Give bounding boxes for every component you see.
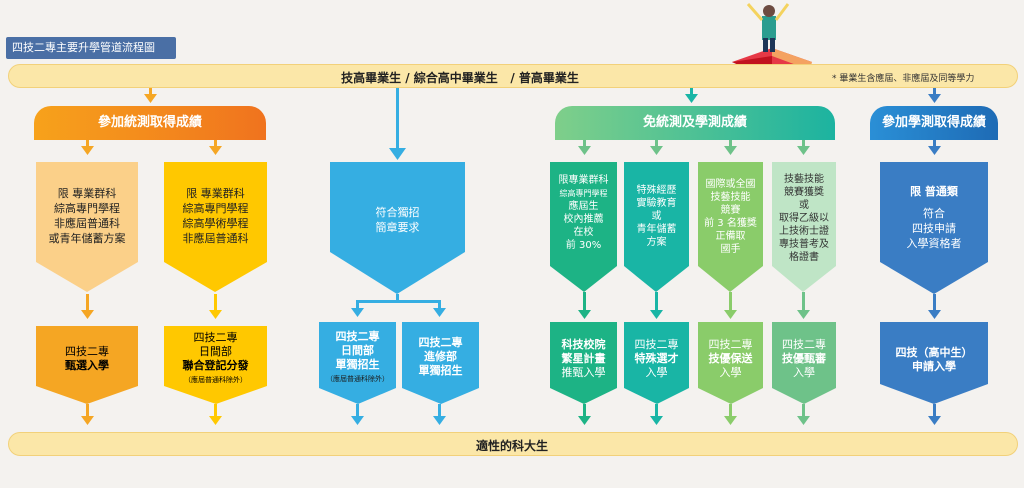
result-g4-line-c: 入學 — [793, 366, 815, 379]
result-o2: 四技二專 日間部 聯合登記分發 （應屆普通科除外） — [164, 328, 267, 390]
graduates-note: * 畢業生含應屆、非應屆及同等學力 — [832, 74, 975, 84]
result-g3-line-c: 入學 — [719, 366, 742, 379]
card-shape — [550, 162, 617, 292]
graduates-label: 技高畢業生 / 綜合高中畢業生 / 普高畢業生 — [341, 71, 579, 85]
card-shape — [36, 162, 138, 292]
result-m2: 四技二專 進修部 單獨招生 — [418, 336, 463, 377]
card-shape — [330, 162, 465, 294]
result-o1: 四技二專 甄選入學 — [36, 336, 138, 382]
card-g1-line-c: 應屆生 校內推薦 在校 前 30% — [563, 201, 604, 251]
result-m1-line-b: （應屆普通科除外） — [326, 375, 389, 383]
graduates-bar — [8, 64, 1018, 88]
result-shape — [319, 322, 396, 404]
result-g1: 科技校院 繁星計畫 推甄入學 — [550, 334, 617, 384]
card-eligibility-b1: 限 普通類 符合 四技申請 入學資格者 — [880, 184, 988, 254]
card-independent-enrollment: 符合獨招 簡章要求 — [375, 206, 420, 234]
header-gsat: 參加學測取得成績 — [870, 106, 998, 140]
header-exam-free: 免統測及學測成績 — [555, 106, 835, 140]
card-b1-line-b: 符合 四技申請 入學資格者 — [906, 207, 962, 250]
card-shape — [164, 162, 267, 292]
result-shape — [550, 322, 617, 404]
card-g1-line-a: 限專業群科 — [558, 175, 609, 186]
result-shape — [164, 326, 267, 404]
result-g3-line-a: 四技二專 — [708, 338, 753, 351]
result-g2: 四技二專 特殊選才 入學 — [624, 334, 689, 384]
result-m1-line-a: 四技二專 日間部 單獨招生 — [335, 330, 380, 371]
result-g4-line-b: 技優甄審 — [782, 352, 826, 365]
result-shape — [402, 322, 479, 404]
result-o1-line-a: 四技二專 — [65, 345, 109, 358]
card-eligibility-g2: 特殊經歷 實驗教育 或 青年儲蓄 方案 — [636, 184, 677, 248]
page-title: 四技二專主要升學管道流程圖 — [6, 37, 176, 59]
result-o2-line-a: 四技二專 日間部 — [193, 331, 238, 358]
card-eligibility-o1: 限 專業群科 綜高專門學程 非應屆普通科 或青年儲蓄方案 — [48, 187, 126, 245]
card-shape — [698, 162, 763, 292]
result-g3-line-b: 技優保送 — [708, 352, 753, 365]
card-eligibility-o2: 限 專業群科 綜高專門學程 綜高學術學程 非應屆普通科 — [182, 187, 249, 245]
card-eligibility-g1: 限專業群科 綜高專門學程 應屆生 校內推薦 在校 前 30% — [550, 174, 617, 264]
outcome-label: 適性的科大生 — [475, 439, 548, 453]
result-shape — [624, 322, 689, 404]
result-g2-line-a: 四技二專 — [634, 338, 679, 351]
card-eligibility-g4: 技藝技能 競賽獲獎 或 取得乙級以 上技術士證 專技普考及 格證書 — [779, 173, 829, 263]
card-b1-line-a: 限 普通類 — [910, 185, 958, 198]
card-eligibility-g3: 國際或全國 技藝技能 競賽 前 3 名獲獎 正備取 國手 — [704, 179, 757, 255]
result-m1: 四技二專 日間部 單獨招生 （應屆普通科除外） — [319, 328, 396, 388]
card-shape — [772, 162, 836, 292]
result-g4-line-a: 四技二專 — [782, 338, 826, 351]
card-shape — [624, 162, 689, 292]
result-shape — [698, 322, 763, 404]
result-shape — [36, 326, 138, 404]
result-g3: 四技二專 技優保送 入學 — [698, 334, 763, 384]
result-shape — [772, 322, 836, 404]
result-g1-line-a: 科技校院 繁星計畫 — [561, 338, 606, 365]
header-unified-exam: 參加統測取得成績 — [34, 106, 266, 140]
result-g1-line-b: 推甄入學 — [561, 366, 606, 379]
result-b1: 四技（高中生） 申請入學 — [895, 346, 973, 373]
result-shape — [880, 322, 988, 404]
outcome-bar — [8, 432, 1018, 456]
card-shape — [880, 162, 988, 294]
result-o1-line-b: 甄選入學 — [65, 359, 109, 372]
card-g1-line-b: 綜高專門學程 — [559, 189, 608, 198]
result-o2-line-b: 聯合登記分發 — [182, 359, 249, 372]
result-g2-line-c: 入學 — [645, 366, 668, 379]
result-g2-line-b: 特殊選才 — [634, 352, 679, 365]
result-o2-line-c: （應屆普通科除外） — [184, 376, 247, 384]
result-g4: 四技二專 技優甄審 入學 — [772, 334, 836, 384]
